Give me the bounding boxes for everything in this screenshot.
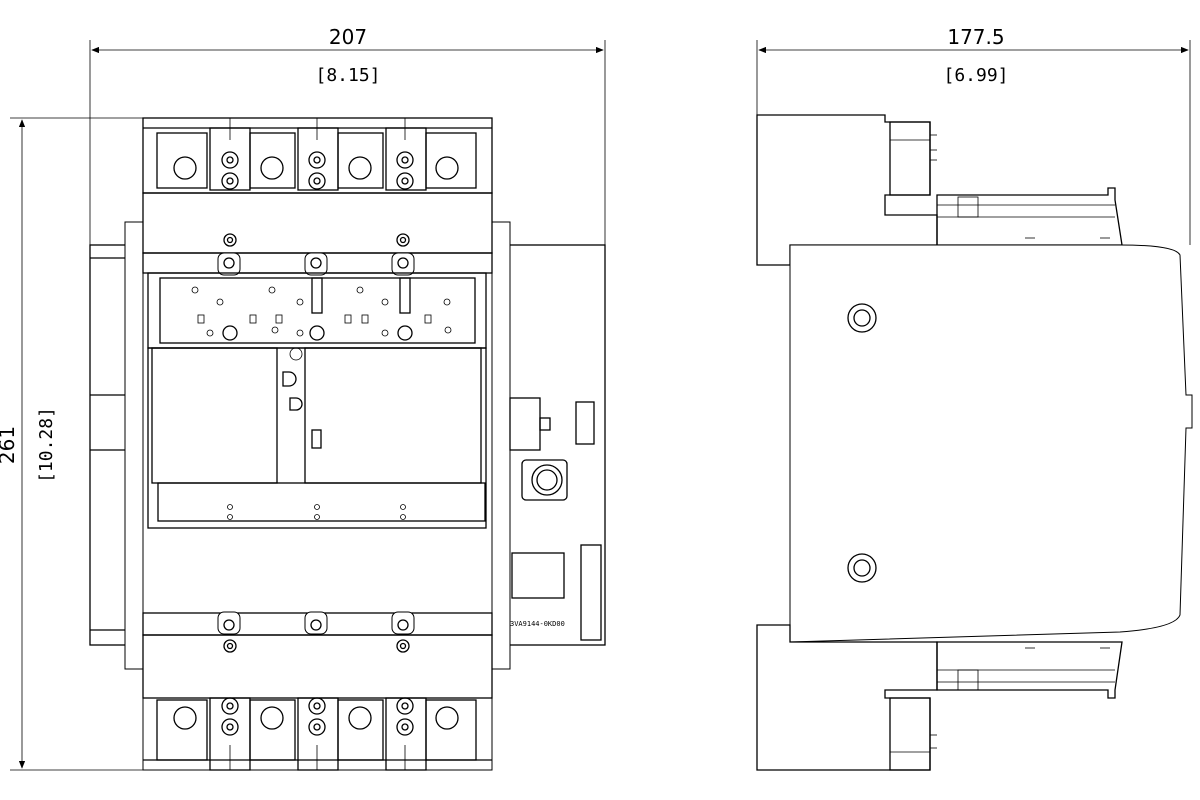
face-holes (191, 277, 452, 341)
front-width-mm: 207 (329, 25, 367, 49)
front-width-in: [8.15] (315, 65, 380, 86)
front-view: 3VA9144-0KD00 (89, 117, 606, 771)
front-height-mm: 261 (0, 426, 19, 464)
top-terminals (156, 118, 477, 191)
side-depth-mm: 177.5 (947, 25, 1004, 49)
side-depth-in: [6.99] (943, 65, 1008, 86)
part-code: 3VA9144-0KD00 (510, 620, 565, 628)
side-view (756, 114, 1193, 771)
front-width-dimension: 207 [8.15] (89, 25, 606, 245)
side-depth-dimension: 177.5 [6.99] (756, 25, 1191, 245)
front-height-dimension: 261 [10.28] (0, 117, 145, 771)
front-height-in: [10.28] (36, 407, 57, 483)
bottom-terminals (143, 697, 492, 771)
